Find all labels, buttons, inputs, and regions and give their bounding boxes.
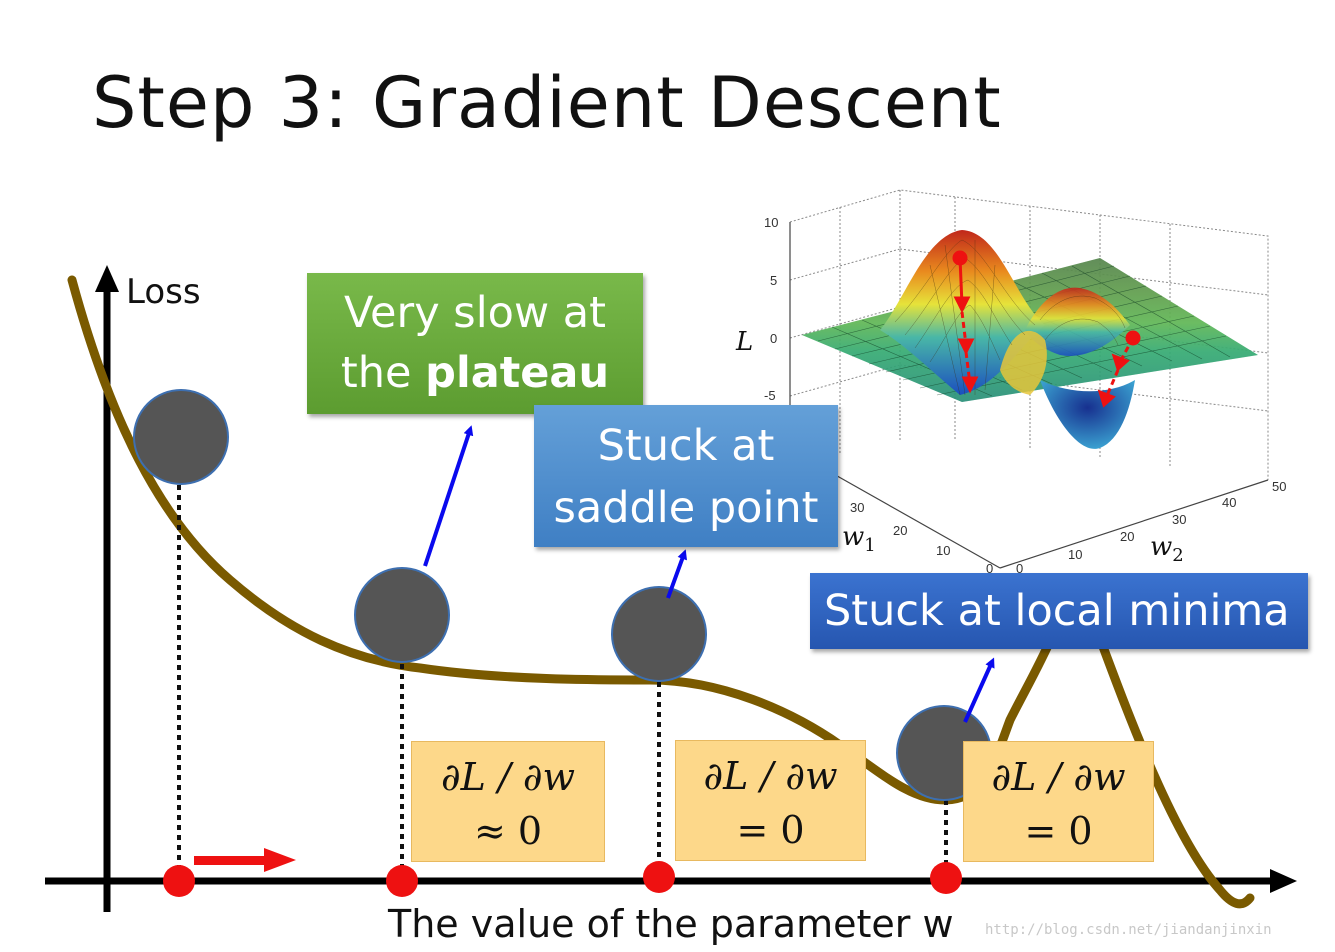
watermark: http://blog.csdn.net/jiandanjinxin [985,922,1272,938]
w2-tick: 0 [1016,561,1023,576]
w2-tick: 40 [1222,495,1236,510]
arrow-to-plateau-callout [423,425,474,567]
arrow-to-minima-callout [963,657,995,723]
callout-local-minima: Stuck at local minima [810,573,1308,649]
callout-saddle-line1: Stuck at [597,421,775,471]
ball-saddle [611,586,707,682]
derivative-expr: ∂L / ∂w [440,755,576,799]
surface-z-label: L [735,327,753,357]
z-tick: -5 [764,388,776,403]
point-plateau [386,865,418,897]
ball-plateau [354,567,450,663]
w1-tick: 10 [936,543,950,558]
ball-start [133,389,229,485]
loss-curve [67,275,1255,909]
point-local-minima [930,862,962,894]
derivative-box-plateau: ∂L / ∂w ≈ 0 [411,741,605,862]
w2-tick: 10 [1068,547,1082,562]
derivative-value: = 0 [736,808,805,852]
w2-tick: 50 [1272,479,1286,494]
w2-tick: 30 [1172,512,1186,527]
surface-plot: 10 5 0 -5 30 20 10 0 0 10 20 30 40 50 L … [735,189,1286,576]
derivative-expr: ∂L / ∂w [991,755,1126,799]
callout-plateau-line1: Very slow at [343,288,607,338]
descent-path-2 [1097,330,1141,408]
point-start [163,865,195,897]
derivative-value: ≈ 0 [473,809,543,853]
derivative-box-local-minima: ∂L / ∂w = 0 [963,741,1154,862]
x-axis-arrow [1270,869,1297,893]
surface-w1-label: w1 [842,522,876,556]
arrow-to-saddle-callout [666,549,687,599]
callout-plateau-line2: the plateau [340,348,610,398]
derivative-expr: ∂L / ∂w [703,754,838,798]
w1-tick: 0 [986,561,993,576]
derivative-box-saddle: ∂L / ∂w = 0 [675,740,866,861]
slide-title: Step 3: Gradient Descent [92,62,1002,144]
y-axis-label: Loss [126,272,201,312]
x-axis-label: The value of the parameter w [388,902,954,946]
descent-path-1 [952,250,979,394]
callout-plateau: Very slow at the plateau [307,273,643,414]
z-tick: 0 [770,331,777,346]
z-tick: 10 [764,215,778,230]
red-direction-arrow [194,848,296,872]
callout-saddle: Stuck at saddle point [534,405,838,547]
point-saddle [643,861,675,893]
w2-tick: 20 [1120,529,1134,544]
w1-tick: 20 [893,523,907,538]
surface-w2-label: w2 [1150,532,1184,566]
derivative-value: = 0 [1024,809,1093,853]
y-axis-arrow [95,265,119,292]
w1-tick: 30 [850,500,864,515]
z-tick: 5 [770,273,777,288]
callout-saddle-line2: saddle point [553,483,819,533]
